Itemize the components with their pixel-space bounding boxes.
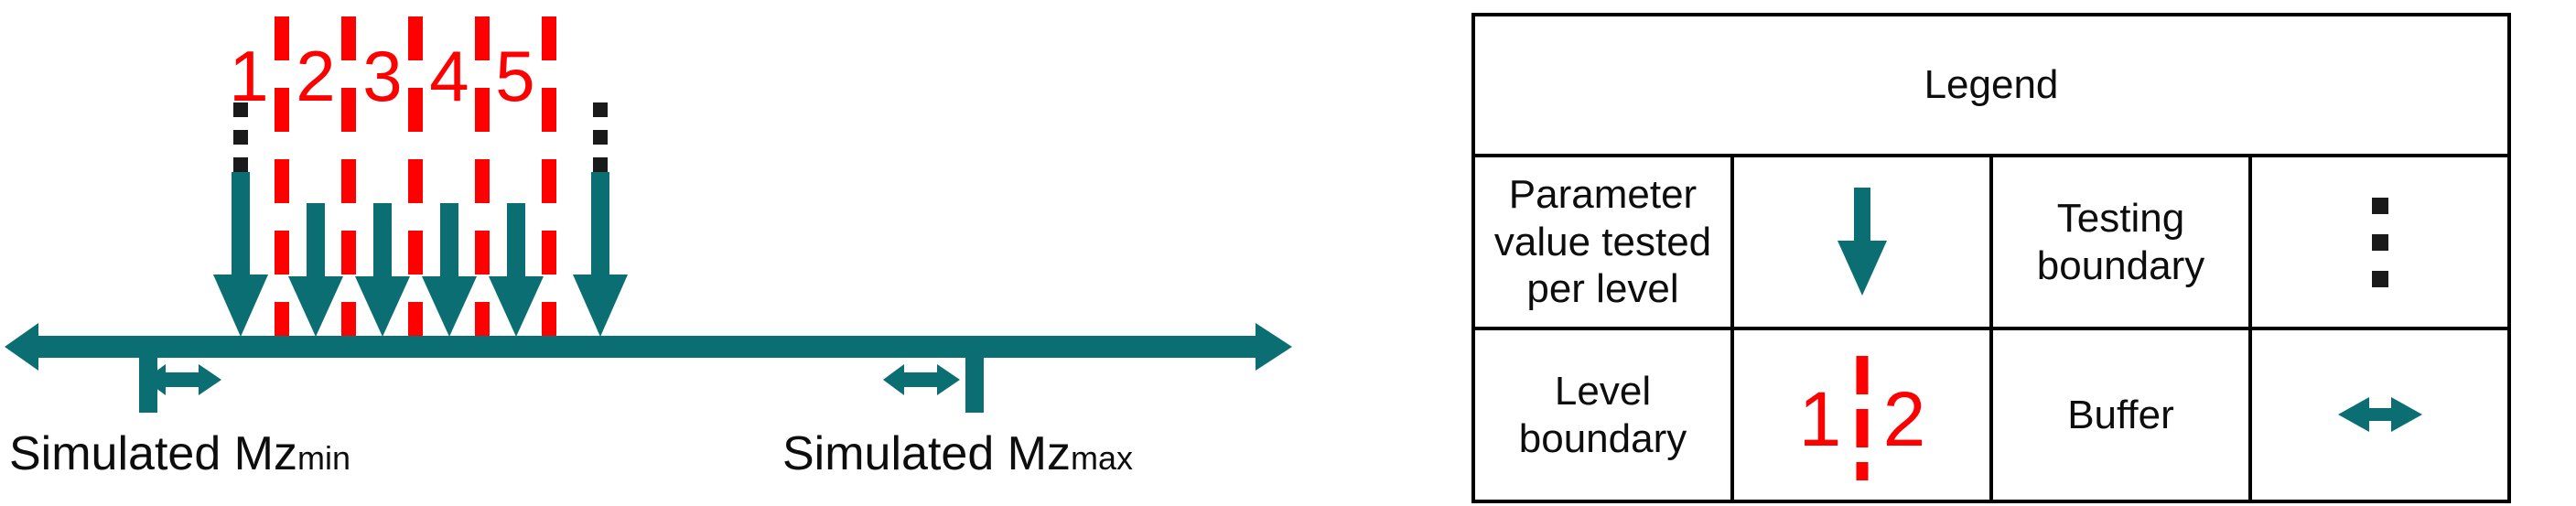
buffer-left bbox=[139, 358, 221, 413]
legend-title-row: Legend bbox=[1471, 13, 2511, 157]
tested-value-arrow bbox=[422, 203, 477, 337]
tested-value-arrow bbox=[573, 172, 628, 337]
double-headed-arrow-icon bbox=[883, 364, 960, 395]
legend-row: Level boundary 1 2 bbox=[1471, 327, 2511, 503]
tested-value-arrow bbox=[288, 203, 343, 337]
testing-boundary-line bbox=[593, 102, 608, 172]
legend-level-number-right: 2 bbox=[1882, 376, 1925, 462]
buffer-tick-right bbox=[965, 358, 984, 413]
axis-line bbox=[5, 323, 1292, 371]
diagram-svg: 1 2 3 4 5 bbox=[5, 16, 1292, 413]
level-number: 5 bbox=[495, 36, 534, 116]
axis-label-min-subscript: min bbox=[297, 439, 351, 477]
tested-value-arrows bbox=[213, 172, 628, 337]
axis-label-min: Simulated Mzmin bbox=[9, 430, 350, 478]
legend-label-parameter-value: Parameter value tested per level bbox=[1471, 154, 1734, 330]
level-number: 1 bbox=[229, 36, 268, 116]
double-headed-arrow-icon bbox=[145, 364, 221, 395]
testing-boundary-line bbox=[233, 102, 248, 172]
legend-symbol-level-boundary: 1 2 bbox=[1730, 327, 1993, 503]
legend-label-buffer: Buffer bbox=[1989, 327, 2252, 503]
level-number: 2 bbox=[296, 36, 335, 116]
level-number: 3 bbox=[362, 36, 402, 116]
double-headed-arrow-icon bbox=[2337, 396, 2422, 432]
legend-title: Legend bbox=[1471, 13, 2511, 157]
down-arrow-icon bbox=[1837, 187, 1887, 296]
red-dashed-line-icon: 1 2 bbox=[1798, 355, 1925, 480]
legend-symbol-testing-boundary bbox=[2248, 154, 2511, 330]
vertical-dotted-line-icon bbox=[2371, 197, 2388, 287]
legend-label-testing-boundary: Testing boundary bbox=[1989, 154, 2252, 330]
legend-symbol-down-arrow bbox=[1730, 154, 1993, 330]
tested-value-arrow bbox=[213, 172, 268, 337]
number-line-diagram: 1 2 3 4 5 Simulated Mzmin Simulated Mzma… bbox=[5, 16, 1292, 478]
buffer-right bbox=[883, 358, 984, 413]
legend-label-level-boundary: Level boundary bbox=[1471, 327, 1734, 503]
legend-symbol-buffer bbox=[2248, 327, 2511, 503]
level-number: 4 bbox=[429, 36, 469, 116]
axis-label-min-text: Simulated Mz bbox=[9, 427, 297, 480]
axis-label-max-subscript: max bbox=[1071, 439, 1134, 477]
legend-table: Legend Parameter value tested per level … bbox=[1471, 13, 2511, 503]
buffer-tick-left bbox=[139, 358, 157, 413]
axis-label-max-text: Simulated Mz bbox=[782, 427, 1071, 480]
tested-value-arrow bbox=[355, 203, 410, 337]
level-numbers: 1 2 3 4 5 bbox=[229, 36, 534, 116]
testing-boundary-lines bbox=[233, 102, 608, 172]
axis-label-max: Simulated Mzmax bbox=[782, 430, 1133, 478]
legend-row: Parameter value tested per level Testing… bbox=[1471, 154, 2511, 330]
tested-value-arrow bbox=[489, 203, 544, 337]
legend-level-number-left: 1 bbox=[1798, 376, 1841, 462]
level-boundary-lines bbox=[275, 16, 556, 336]
